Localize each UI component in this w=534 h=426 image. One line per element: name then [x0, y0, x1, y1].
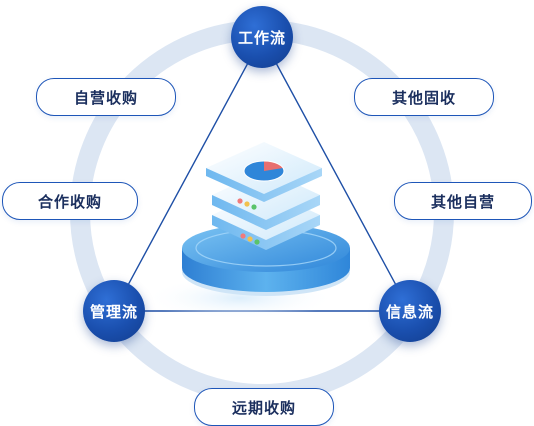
pill-other-fixed-acquisition: 其他固收: [354, 78, 494, 116]
pill-other-self-operation: 其他自营: [394, 182, 532, 220]
pill-cooperation-acquisition: 合作收购: [2, 182, 138, 220]
information-flow-node: 信息流: [379, 280, 441, 342]
pill-forward-acquisition: 远期收购: [194, 388, 334, 426]
pill-self-acquisition: 自营收购: [36, 78, 176, 116]
data-platform-illustration: [182, 142, 350, 296]
management-flow-node: 管理流: [83, 280, 145, 342]
workflow-node: 工作流: [231, 6, 293, 68]
